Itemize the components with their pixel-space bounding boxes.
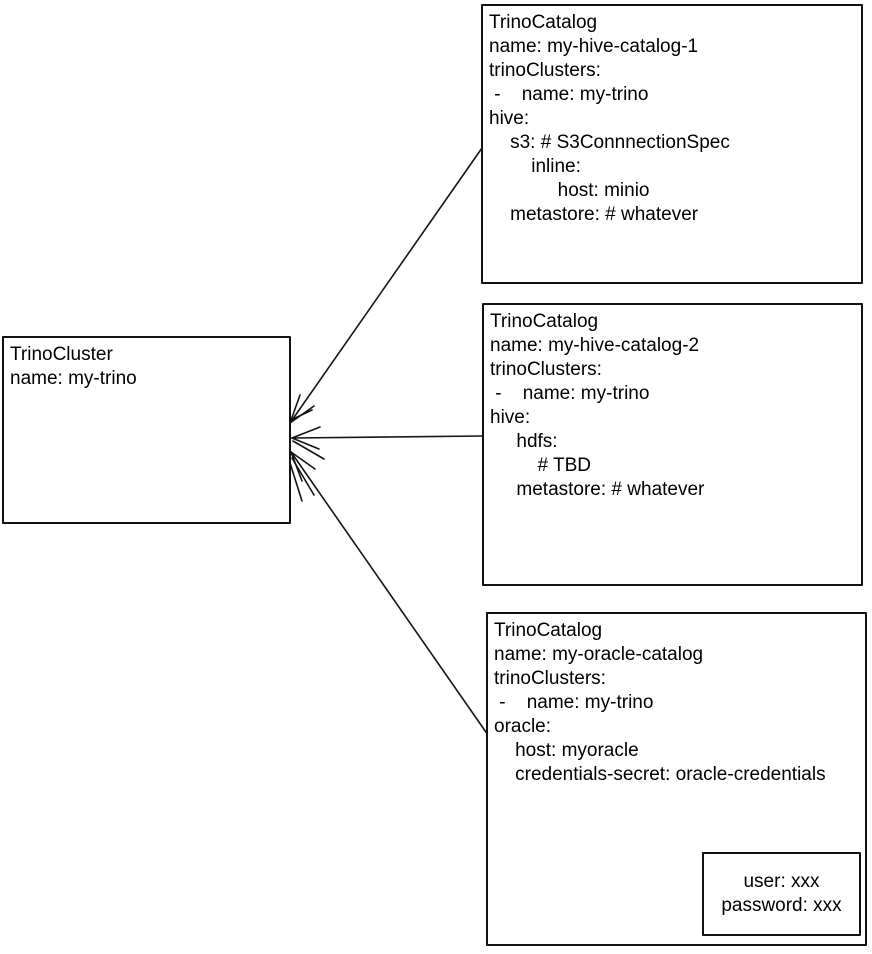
connector-catalog3-to-cluster: [289, 451, 489, 736]
yaml-line: host: myoracle: [494, 740, 639, 761]
yaml-line: host: minio: [489, 180, 650, 201]
trino-catalog-box-2: TrinoCatalog name: my-hive-catalog-2 tri…: [482, 303, 863, 586]
yaml-line: password: xxx: [721, 895, 842, 916]
yaml-line: s3: # S3ConnnectionSpec: [489, 132, 730, 153]
yaml-line: - name: my-trino: [490, 383, 650, 404]
yaml-line: hive:: [490, 407, 531, 428]
yaml-line: trinoClusters:: [494, 668, 606, 689]
yaml-line: name: my-hive-catalog-1: [489, 36, 699, 57]
yaml-line: metastore: # whatever: [490, 479, 705, 500]
arrowhead-catalog1: [289, 405, 315, 424]
box-title: TrinoCatalog: [489, 12, 598, 33]
yaml-line: trinoClusters:: [490, 359, 602, 380]
yaml-line: - name: my-trino: [494, 692, 654, 713]
trino-cluster-box: TrinoCluster name: my-trino: [2, 336, 291, 524]
connector-catalog1-to-cluster: [289, 147, 483, 424]
yaml-line: credentials-secret: oracle-credentials: [494, 764, 826, 785]
yaml-line: inline:: [489, 156, 581, 177]
box-title: TrinoCatalog: [494, 620, 603, 641]
yaml-line: oracle:: [494, 716, 552, 737]
yaml-line: # TBD: [490, 455, 592, 476]
credentials-secret-box: user: xxx password: xxx: [702, 852, 861, 936]
yaml-line: metastore: # whatever: [489, 204, 699, 225]
yaml-line: hdfs:: [490, 431, 558, 452]
arrowhead-catalog2: [291, 426, 321, 439]
connector-catalog2-to-cluster: [291, 426, 484, 460]
yaml-line: name: my-oracle-catalog: [494, 644, 704, 665]
yaml-line: user: xxx: [743, 871, 820, 892]
arrowhead-catalog3: [290, 451, 316, 470]
yaml-line: hive:: [489, 108, 530, 129]
box-title: TrinoCatalog: [490, 311, 599, 332]
yaml-line: name: my-hive-catalog-2: [490, 335, 700, 356]
yaml-line: trinoClusters:: [489, 60, 601, 81]
yaml-line: - name: my-trino: [489, 84, 649, 105]
trino-catalog-box-1: TrinoCatalog name: my-hive-catalog-1 tri…: [481, 4, 863, 284]
yaml-line: name: my-trino: [10, 368, 137, 389]
box-title: TrinoCluster: [10, 344, 113, 365]
